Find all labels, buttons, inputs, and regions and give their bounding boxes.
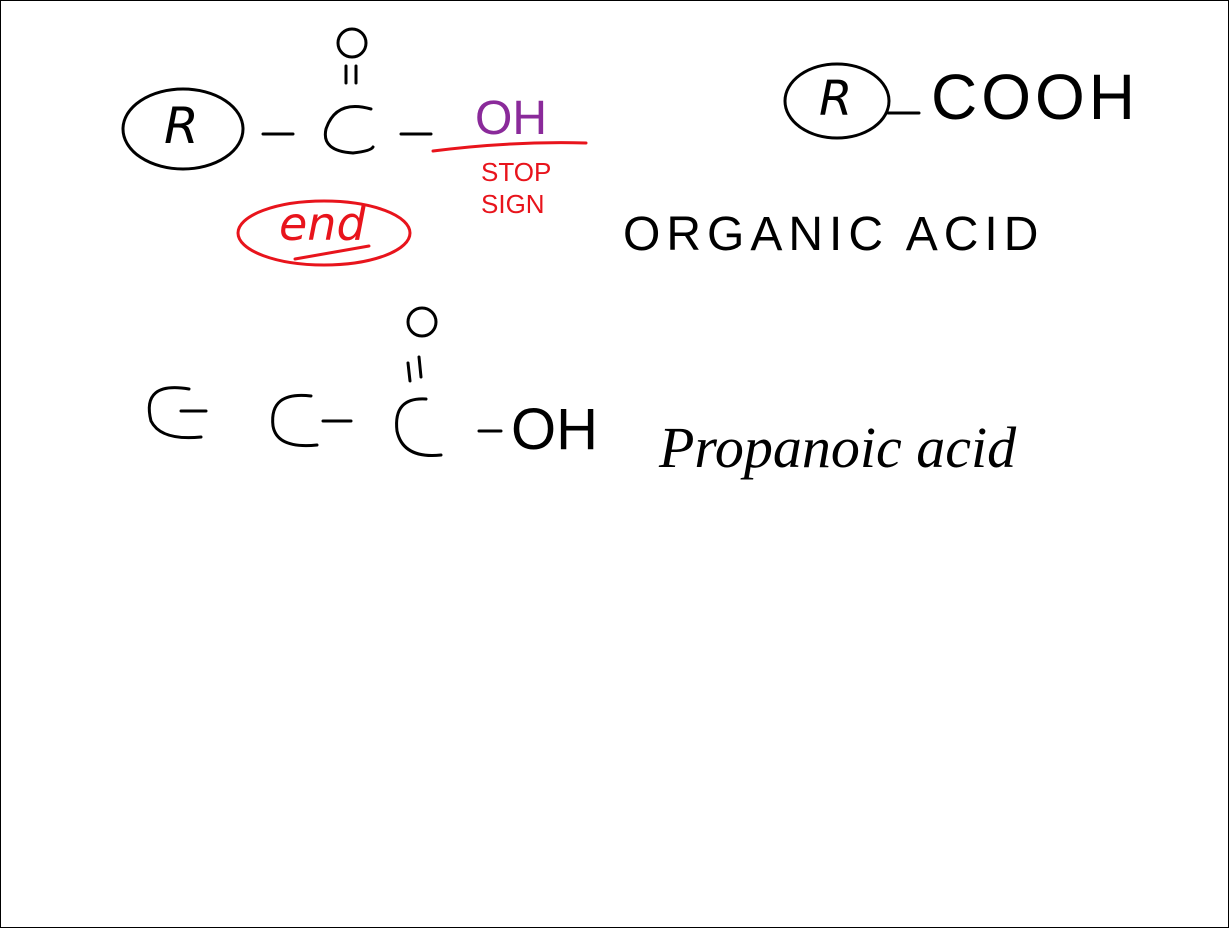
example-double-bond-right — [417, 355, 423, 379]
example-double-bond-left — [406, 361, 412, 383]
example-c2 — [271, 393, 319, 448]
r-label: R — [164, 97, 199, 155]
end-circle — [236, 199, 412, 267]
example-c1 — [147, 386, 203, 440]
r-label-right: R — [819, 71, 853, 127]
end-underline — [293, 244, 371, 261]
example-name-label: Propanoic acid — [659, 415, 1017, 480]
cooh-label: COOH — [931, 61, 1139, 133]
stop-sign-line1: STOP — [481, 157, 552, 187]
r-circle-right — [783, 62, 891, 140]
example-oxygen-circle — [406, 306, 438, 338]
category-label: ORGANIC ACID — [623, 208, 1045, 261]
end-label: end — [279, 197, 366, 251]
example-hydroxyl-label: OH — [511, 397, 598, 462]
r-circle — [121, 87, 245, 171]
example-c3 — [395, 397, 443, 457]
hydroxyl-label: OH — [475, 92, 547, 145]
oxygen-top-circle — [336, 27, 368, 59]
oh-underline — [431, 141, 588, 153]
carbon-c-stroke — [323, 105, 375, 155]
stop-sign-line2: SIGN — [481, 189, 545, 219]
